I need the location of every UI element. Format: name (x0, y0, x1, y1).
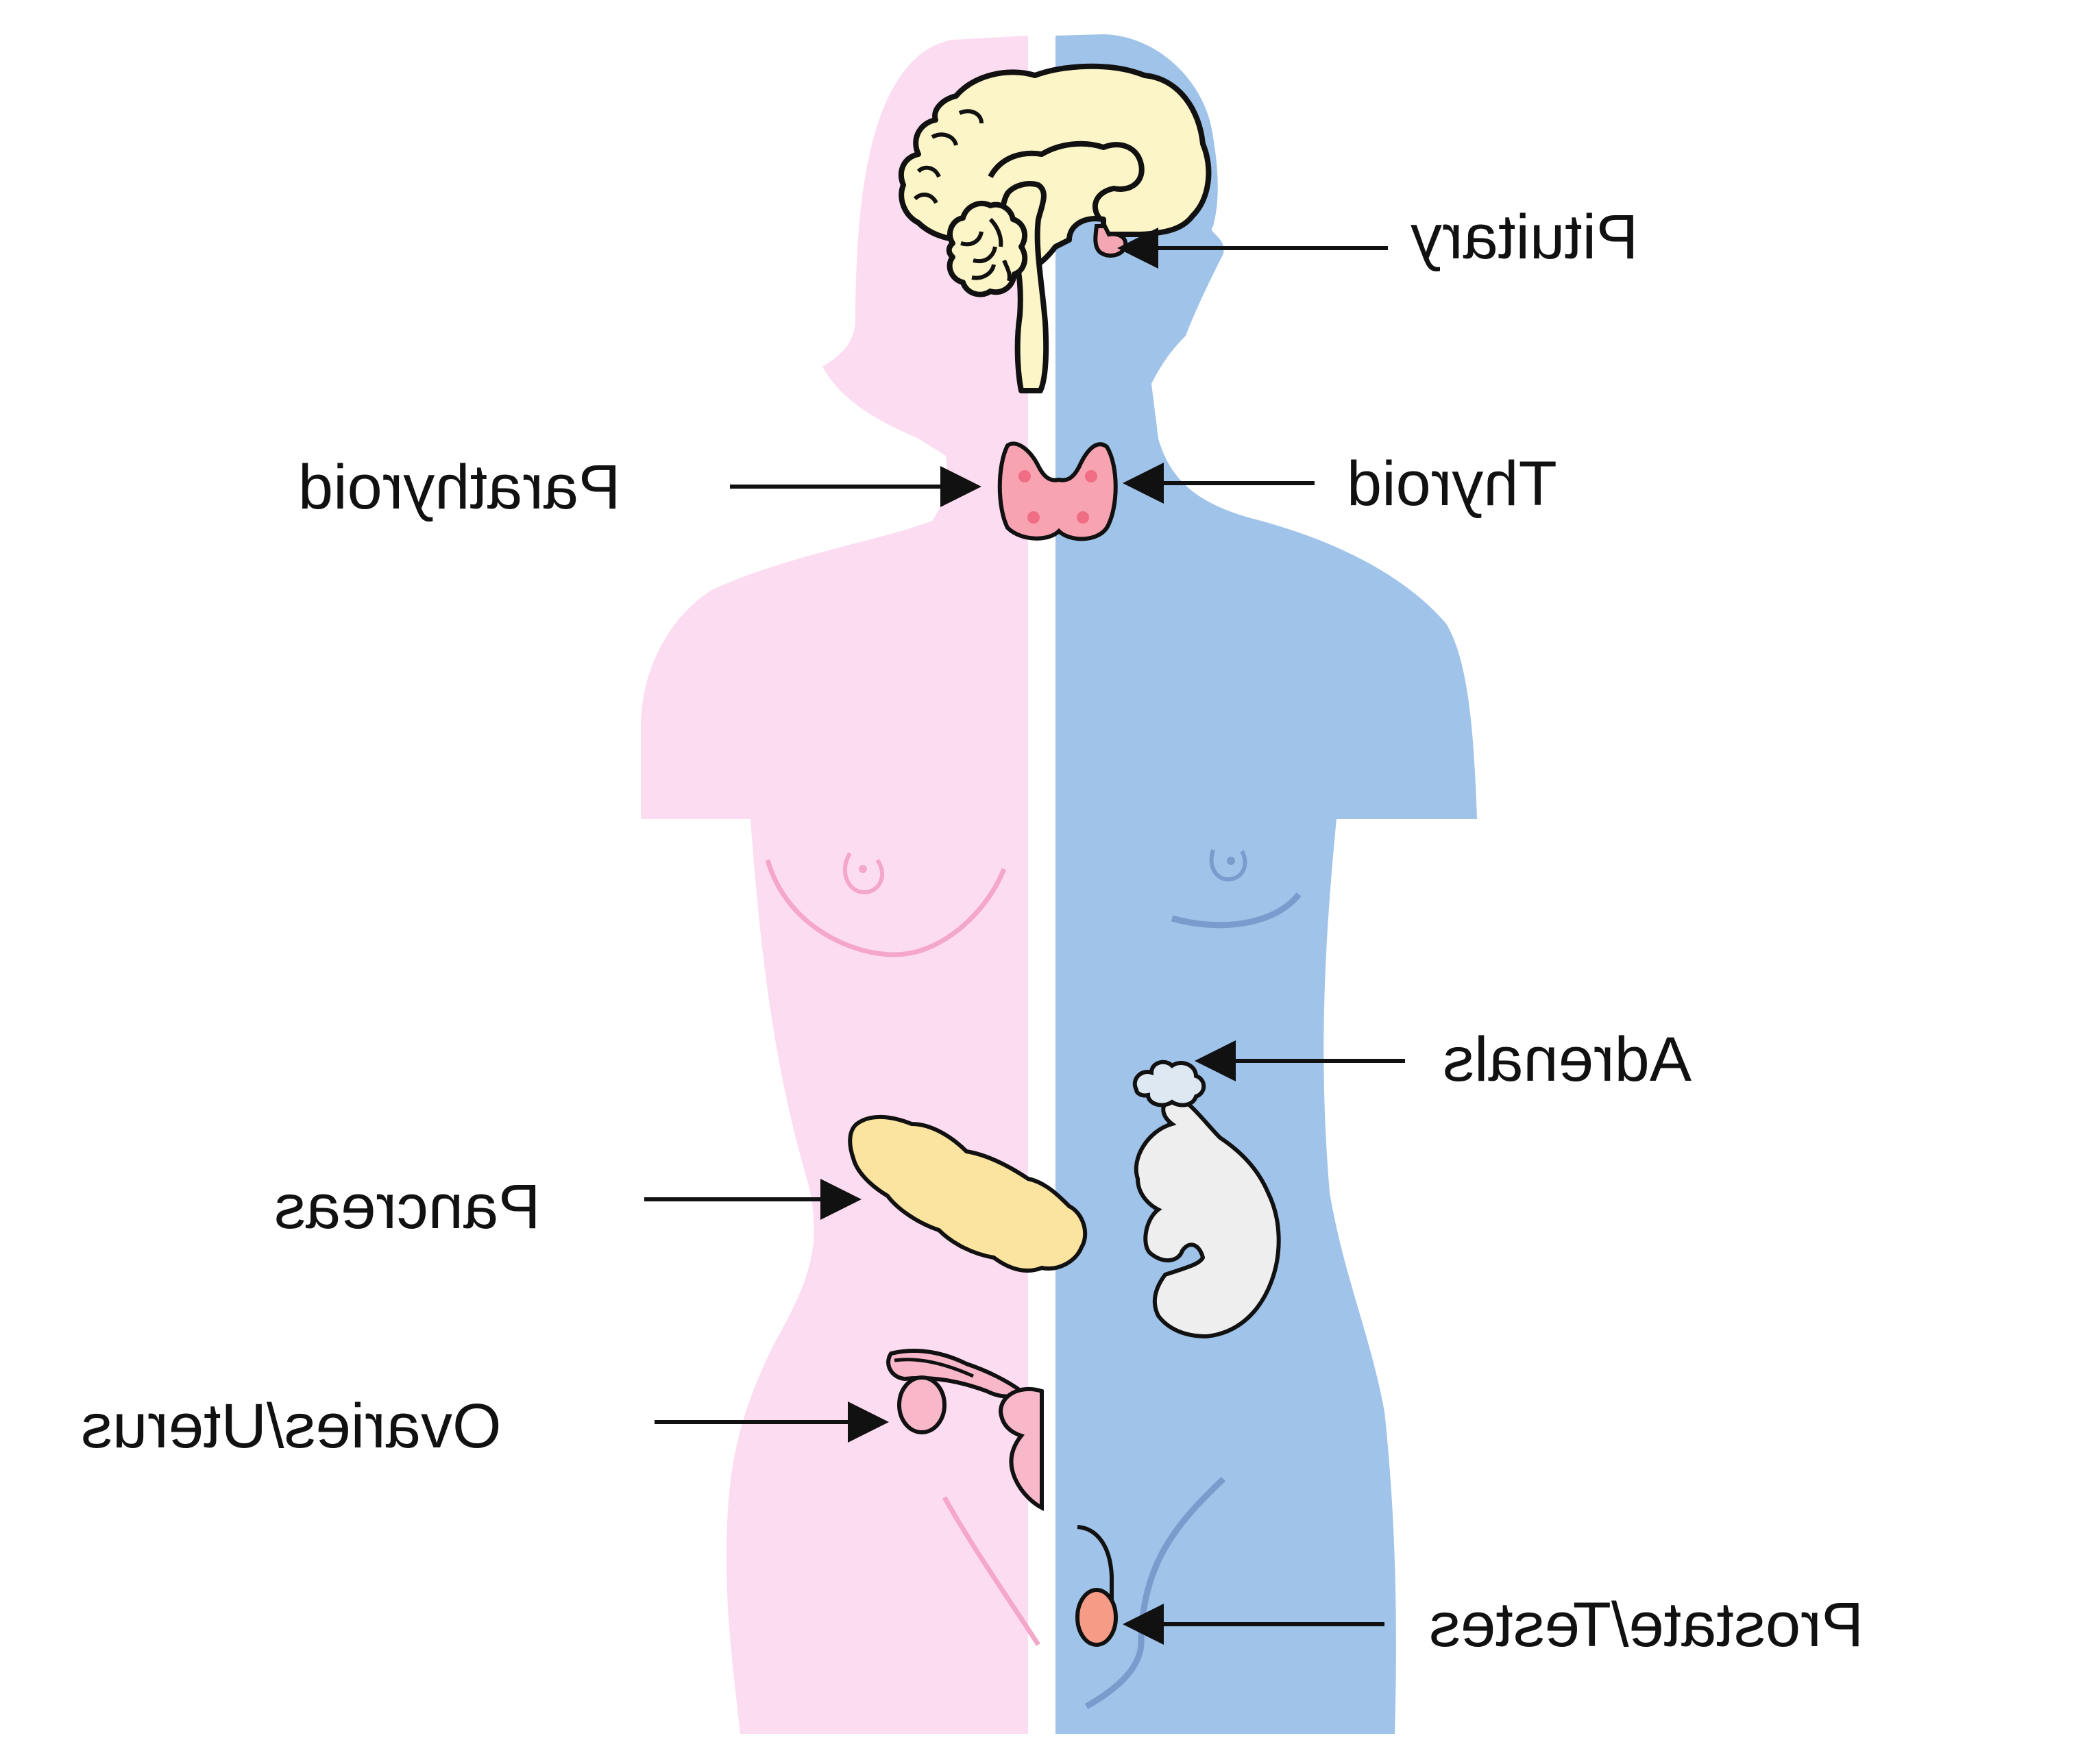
ovaries-uterus-organ (886, 1348, 1044, 1511)
parathyroid-dot (1077, 511, 1089, 524)
label-pancreas: Pancreas (274, 1172, 541, 1242)
male-nipple (1209, 849, 1247, 882)
parathyroid-dot (1018, 470, 1031, 482)
label-adrenals: Adrenals (1443, 1025, 1692, 1094)
label-pituitary: Pituitary (1411, 202, 1639, 272)
female-breast-line (765, 859, 1007, 957)
female-groin-line (942, 1496, 1040, 1646)
label-thyroid: Thyroid (1347, 449, 1557, 519)
brain-illustration (899, 63, 1212, 393)
label-ovaries-uterus: Ovaries/Uterus (81, 1391, 502, 1461)
male-body-half (1055, 34, 1477, 1734)
label-parathyroid: Parathyroid (298, 452, 621, 522)
female-body-half (641, 36, 1028, 1734)
pancreas-organ (848, 1114, 1088, 1273)
parathyroid-dot (1027, 511, 1040, 524)
parathyroid-dot (1085, 470, 1097, 482)
prostate-testes-organ (1075, 1525, 1118, 1647)
label-prostate-testes: Prostate/Testes (1429, 1590, 1864, 1660)
adrenal-kidney-organ (1132, 1060, 1281, 1339)
male-chest-line (1171, 892, 1302, 929)
female-nipple (842, 852, 885, 895)
